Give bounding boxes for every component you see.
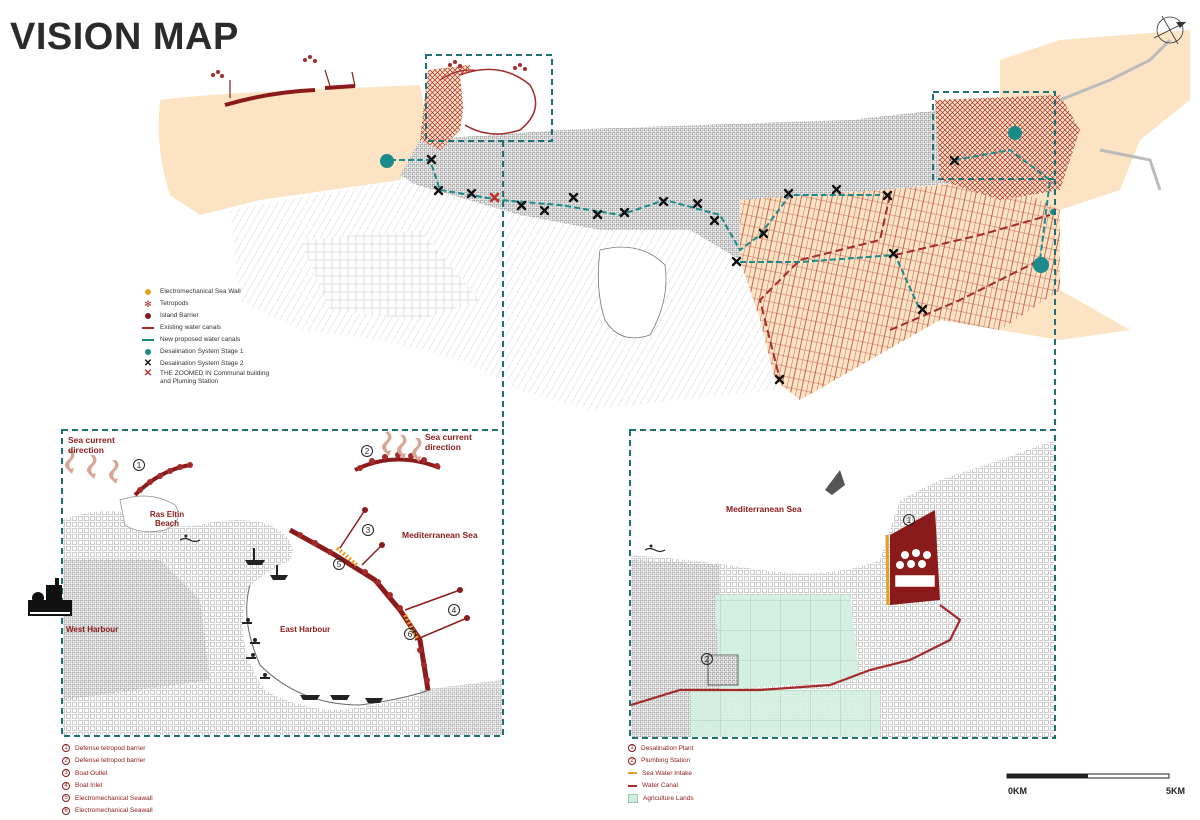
orange-dot-icon — [142, 289, 154, 295]
red-dash-icon — [142, 327, 154, 329]
page-title: VISION MAP — [10, 16, 239, 58]
ras-eltin-label: Ras Eltin Beach — [149, 510, 185, 528]
scale-bar — [1006, 773, 1170, 779]
agriculture-lands — [715, 595, 860, 690]
teal-dot-icon — [142, 349, 154, 355]
legend-agriculture: Agriculture Lands — [628, 792, 694, 805]
red-line-icon — [628, 784, 637, 787]
swimmer-icon — [179, 534, 201, 543]
frame-east-harbour — [932, 91, 1056, 180]
sea-current-label-right: Sea current direction — [425, 432, 472, 452]
east-harbour-label: East Harbour — [280, 625, 331, 634]
wave-arrow-icon — [65, 432, 422, 484]
left-inset-frame — [61, 429, 504, 737]
plumbing-station — [707, 654, 739, 686]
compass-icon — [1153, 15, 1187, 45]
lake — [597, 246, 667, 339]
legend-sea-water-intake: Sea Water Intake — [628, 767, 694, 780]
legend-water-canal: Water Canal — [628, 780, 694, 793]
green-box-icon — [628, 793, 638, 803]
mediterranean-label-left: Mediterranean Sea — [402, 530, 478, 540]
legend-desal-stage2: ✕ Desalination System Stage 2 — [143, 358, 244, 369]
sea-current-label-left: Sea current direction — [68, 435, 115, 455]
zoomed-communal-mark — [489, 192, 500, 203]
island-barrier-west — [224, 88, 316, 107]
tetropod-barrier-1 — [133, 463, 191, 497]
marker-2: 2 — [361, 445, 373, 457]
legend-tetropods: ✻ Tetropods — [142, 298, 282, 310]
existing-canal — [758, 194, 891, 381]
teal-dash-icon — [142, 339, 154, 341]
swimmer-icon — [644, 547, 666, 553]
marker-4: 4 — [448, 604, 460, 616]
black-x-icon: ✕ — [143, 358, 153, 369]
breakwater — [288, 527, 431, 691]
east-agri-area — [740, 180, 1060, 400]
boat-icon — [245, 548, 383, 703]
city-core — [400, 110, 1000, 260]
marker-5: 5 — [333, 558, 345, 570]
industrial-building-icon — [28, 578, 72, 616]
marker-3: 3 — [362, 524, 374, 536]
scale-start-label: 0KM — [1008, 786, 1028, 796]
legend-proposed-canals: New proposed water canals — [142, 334, 282, 346]
scale-end-label: 5KM — [1166, 786, 1186, 796]
orange-line-icon — [628, 772, 637, 775]
water-canal — [631, 604, 962, 707]
marker-plant-1: 1 — [903, 514, 915, 526]
east-urban — [935, 95, 1080, 200]
west-harbour-label: West Harbour — [66, 625, 119, 634]
red-dot-icon — [142, 313, 154, 319]
legend-electromechanical-sea-wall: Electromechanical Sea Wall — [142, 286, 282, 298]
red-x-icon: ✕ — [143, 368, 153, 379]
legend-zoomed-communal: ✕ THE ZOOMED IN Communal building and Pl… — [143, 368, 270, 386]
marker-6: 6 — [404, 628, 416, 640]
harbour-urban — [420, 65, 470, 150]
desalination-stage1-dot — [380, 154, 394, 168]
proposed-canal — [390, 159, 880, 252]
tetropod-barrier-2 — [354, 457, 441, 472]
marker-1: 1 — [133, 459, 145, 471]
legend-desal-stage1: Desalination System Stage 1 — [142, 346, 282, 358]
diver-icon — [242, 618, 270, 679]
mediterranean-label-right: Mediterranean Sea — [726, 504, 802, 514]
west-land-area — [158, 85, 430, 215]
legend-island-barrier: Island Barrier — [142, 310, 282, 322]
desalination-stage2-marks — [426, 154, 960, 385]
legend-existing-canals: Existing water canals — [142, 322, 282, 334]
frame-west-harbour — [425, 54, 553, 142]
tetropod-icon: ✻ — [144, 299, 152, 309]
main-legend: Electromechanical Sea Wall ✻ Tetropods I… — [142, 286, 282, 390]
right-inset-frame — [629, 429, 1056, 739]
marker-station-2: 2 — [701, 653, 713, 665]
